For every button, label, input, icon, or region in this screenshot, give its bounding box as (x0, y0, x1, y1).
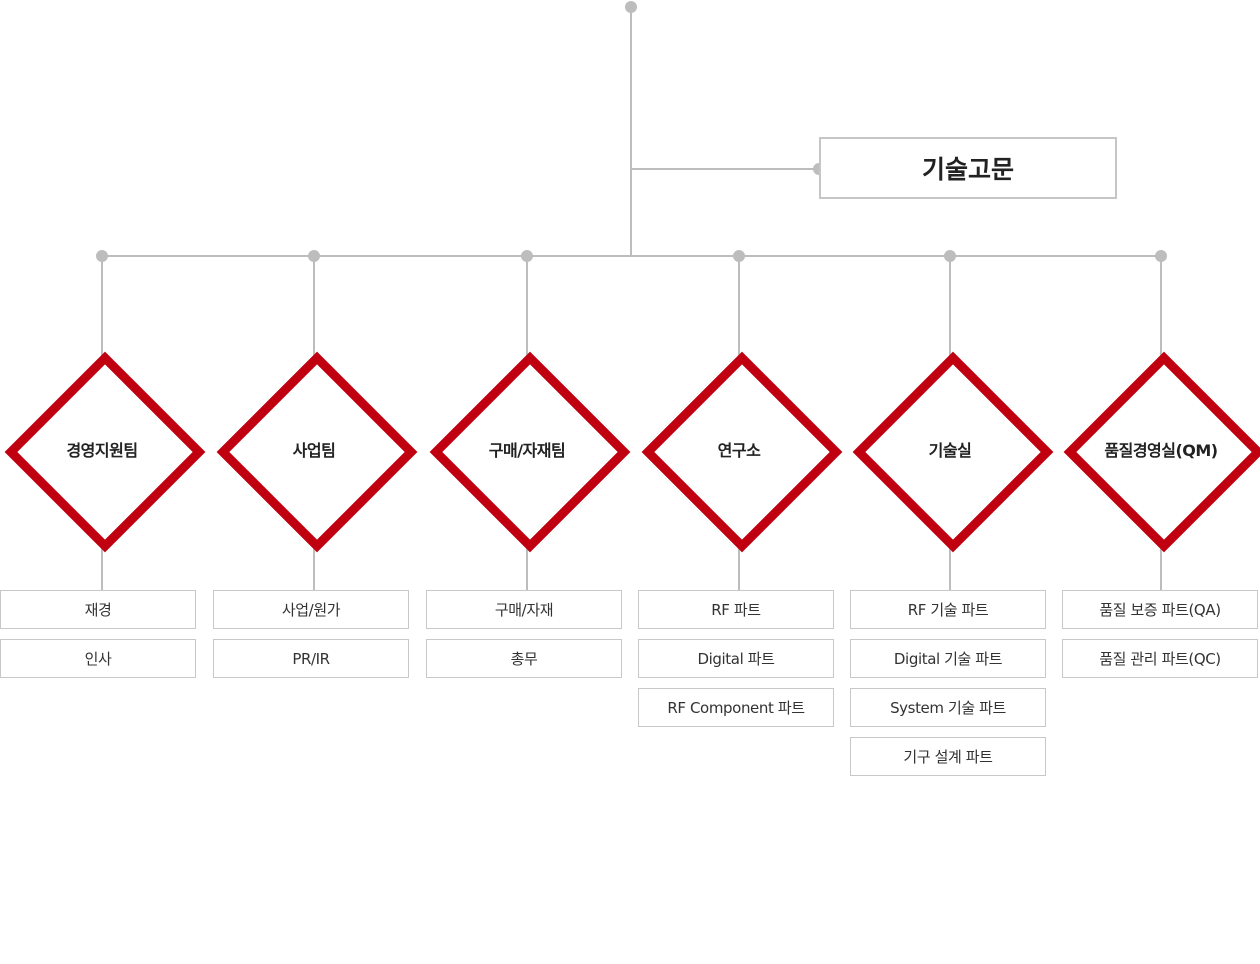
dept-0-connector-top (101, 256, 103, 362)
dept-4-sub-1: Digital 기술 파트 (850, 639, 1046, 678)
dept-4-sub-0: RF 기술 파트 (850, 590, 1046, 629)
dept-5-sub-1: 품질 관리 파트(QC) (1062, 639, 1258, 678)
advisor-box: 기술고문 (819, 137, 1117, 199)
department-bus-line (102, 255, 1162, 257)
dept-1-connector-top (313, 256, 315, 362)
department-name: 품질경영실(QM) (1104, 441, 1218, 460)
dept-1-connector-bottom (313, 536, 315, 590)
dept-4-connector-top (949, 256, 951, 362)
dept-3-sub-2: RF Component 파트 (638, 688, 834, 727)
dept-5-diamond: 품질경영실(QM) (1063, 351, 1260, 553)
dept-3-sub-0: RF 파트 (638, 590, 834, 629)
dept-4-sub-3: 기구 설계 파트 (850, 737, 1046, 776)
dept-2-sub-1: 총무 (426, 639, 622, 678)
dept-1-sub-1: PR/IR (213, 639, 409, 678)
dept-4-diamond: 기술실 (852, 351, 1054, 553)
dept-3-connector-top (738, 256, 740, 362)
dept-3-sub-1: Digital 파트 (638, 639, 834, 678)
department-name: 기술실 (928, 441, 972, 460)
dept-5-sub-0: 품질 보증 파트(QA) (1062, 590, 1258, 629)
dept-1-diamond: 사업팀 (216, 351, 418, 553)
dept-2-diamond: 구매/자재팀 (429, 351, 631, 553)
dept-0-connector-bottom (101, 536, 103, 590)
dept-3-connector-bottom (738, 536, 740, 590)
dept-3-diamond: 연구소 (641, 351, 843, 553)
trunk-line (630, 6, 632, 257)
dept-4-connector-bottom (949, 536, 951, 590)
department-name: 경영지원팀 (66, 441, 138, 460)
dept-1-sub-0: 사업/원가 (213, 590, 409, 629)
dept-0-diamond: 경영지원팀 (4, 351, 206, 553)
department-name: 연구소 (717, 441, 761, 460)
dept-5-connector-top (1160, 256, 1162, 362)
advisor-connector (631, 168, 819, 170)
dept-0-sub-1: 인사 (0, 639, 196, 678)
dept-2-connector-bottom (526, 536, 528, 590)
dept-4-sub-2: System 기술 파트 (850, 688, 1046, 727)
dept-2-connector-top (526, 256, 528, 362)
dept-2-sub-0: 구매/자재 (426, 590, 622, 629)
department-name: 사업팀 (292, 441, 336, 460)
advisor-label: 기술고문 (921, 155, 1014, 184)
department-name: 구매/자재팀 (488, 441, 566, 460)
dept-5-connector-bottom (1160, 536, 1162, 590)
dept-0-sub-0: 재경 (0, 590, 196, 629)
